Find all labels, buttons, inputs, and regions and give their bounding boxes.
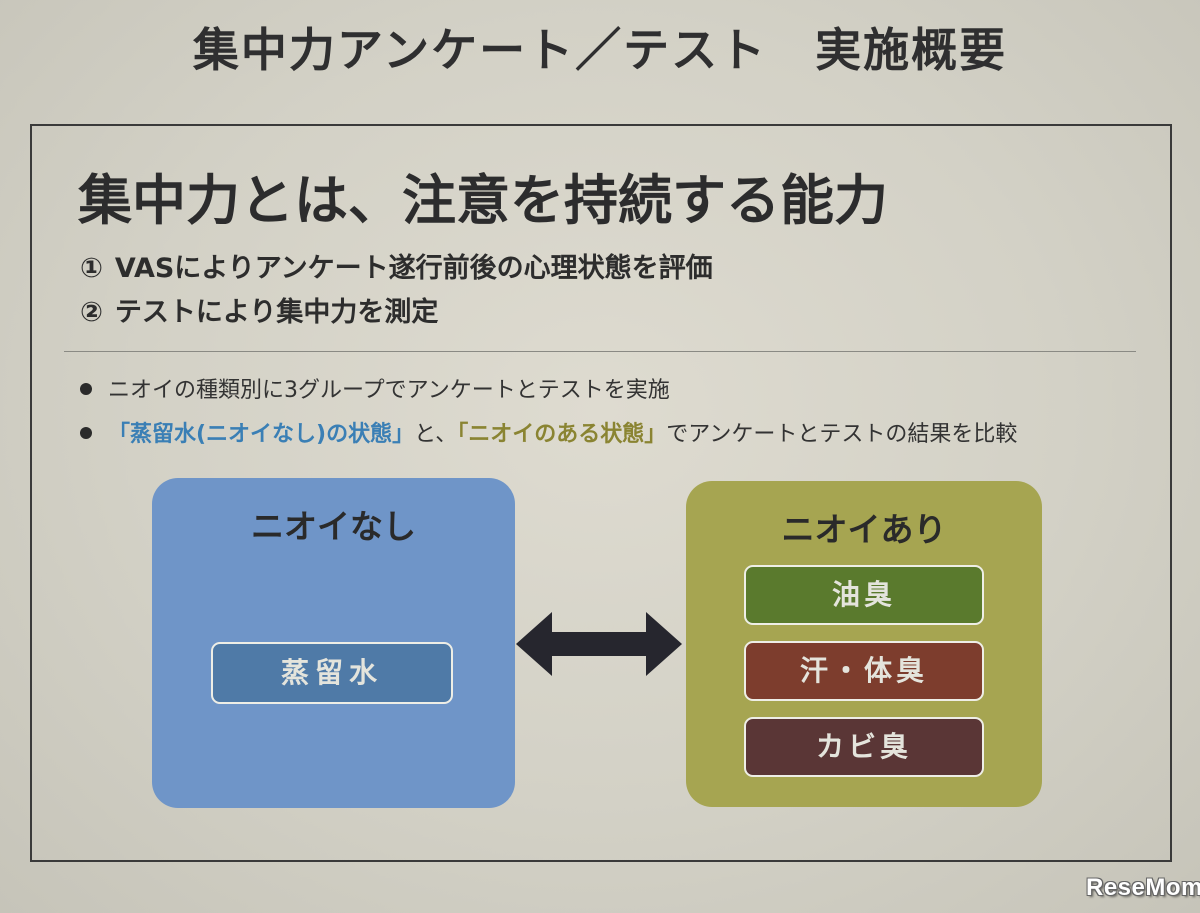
chip-distilled-water: 蒸留水 [211,642,453,704]
slide-title: 集中力アンケート／テスト 実施概要 [192,23,1008,77]
group-title: ニオイなし [251,507,416,546]
bullet-item-1: ニオイの種類別に3グループでアンケートとテストを実施 [80,372,670,404]
bullet-dot-icon [80,427,92,439]
bullet-text-mid: と、 [414,422,458,447]
group-odor: ニオイあり 油臭 汗・体臭 カビ臭 [686,481,1042,807]
bullet-text: ニオイの種類別に3グループでアンケートとテストを実施 [108,378,670,403]
bullet-dot-icon [80,383,92,395]
double-arrow-icon [516,612,682,676]
highlight-odor: 「ニオイのある状態」 [457,422,667,447]
item-text: VASによりアンケート遂行前後の心理状態を評価 [114,253,713,284]
item-number: ① [80,253,103,284]
chip-sweat-body-odor: 汗・体臭 [744,641,984,701]
chip-mold-odor: カビ臭 [744,717,984,777]
numbered-item-1: ① VASによりアンケート遂行前後の心理状態を評価 [80,246,713,285]
item-text: テストにより集中力を測定 [114,297,439,328]
group-no-odor: ニオイなし 蒸留水 [152,478,515,808]
bullet-item-2: 「蒸留水(ニオイなし)の状態」と、「ニオイのある状態」でアンケートとテストの結果… [80,416,1017,448]
divider [64,351,1136,352]
highlight-no-odor: 「蒸留水(ニオイなし)の状態」 [108,422,415,447]
content-frame [30,124,1172,862]
watermark-logo: ReseMom [1086,874,1200,901]
bullet-text-tail: でアンケートとテストの結果を比較 [666,422,1018,447]
group-title: ニオイあり [781,510,947,549]
headline: 集中力とは、注意を持続する能力 [78,169,888,232]
item-number: ② [80,297,103,328]
chip-oil-odor: 油臭 [744,565,984,625]
numbered-item-2: ② テストにより集中力を測定 [80,290,438,329]
